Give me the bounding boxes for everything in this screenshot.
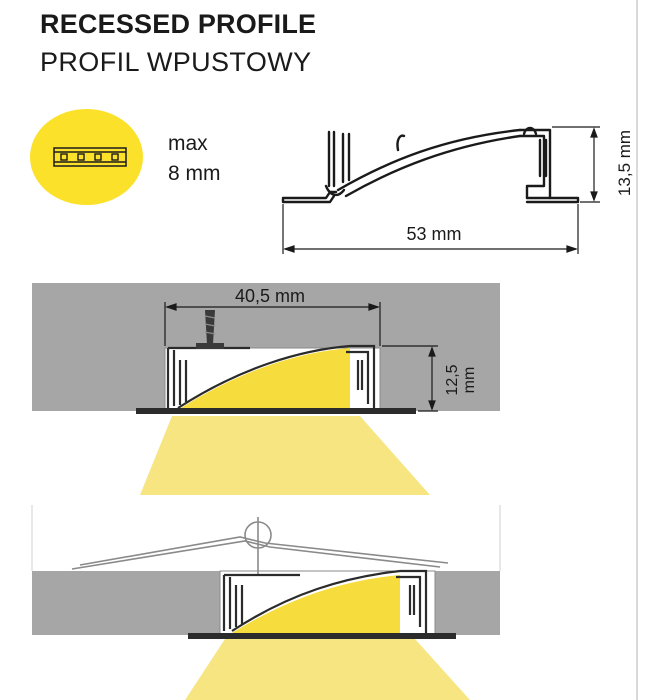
light-beam (140, 416, 430, 495)
cavity-width-dimension (164, 302, 381, 346)
page-border-right (636, 0, 638, 700)
led-strip-icon (53, 147, 127, 167)
cavity-height-value: 12,5 (444, 364, 461, 395)
width-label: 53 mm (406, 224, 461, 244)
max-label: max (168, 132, 208, 155)
profile-installed (166, 344, 376, 410)
profile-flange (136, 408, 416, 414)
height-label: 13,5 mm (615, 130, 634, 196)
led-strip-badge (30, 109, 143, 205)
profile-flange (188, 633, 456, 639)
width-dimension (282, 204, 579, 254)
page-title: RECESSED PROFILE (40, 9, 317, 39)
hanger-wire (71, 517, 449, 575)
profile-cross-section: 53 mm 13,5 mm (281, 126, 634, 254)
height-dimension (552, 126, 600, 203)
cavity-height-dimension (382, 345, 438, 412)
profile-outline (281, 126, 580, 204)
max-strip-width: 8 mm (168, 162, 221, 185)
cavity-width-label: 40,5 mm (235, 286, 305, 306)
light-beam (185, 639, 470, 700)
diffuser-light (232, 575, 400, 633)
mounting-screw (196, 310, 224, 349)
diffuser-light (178, 348, 350, 410)
cavity-height-unit: mm (461, 367, 478, 394)
installation-hanger-diagram (31, 505, 501, 700)
page-subtitle: PROFIL WPUSTOWY (40, 47, 312, 77)
installation-screw-diagram: 40,5 mm 12,5 mm (32, 283, 500, 495)
profile-installed (222, 569, 428, 633)
